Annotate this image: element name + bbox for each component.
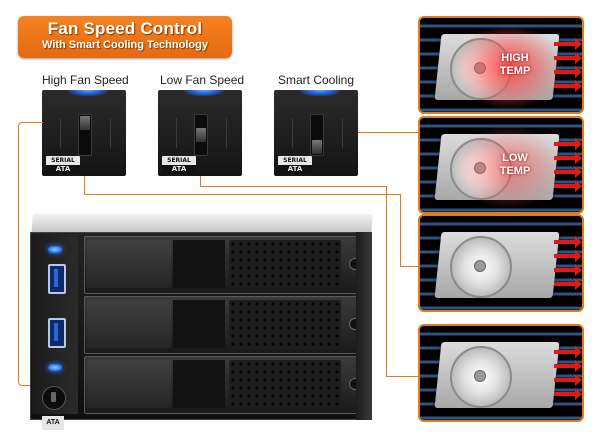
title-banner: Fan Speed Control With Smart Cooling Tec… [18,16,232,58]
banner-subtitle: With Smart Cooling Technology [42,39,208,51]
vent-grille [229,300,341,348]
heat-glow [454,24,564,110]
blue-led-glow [184,90,224,96]
hdd-panel-high-temp: HIGH TEMP [418,16,584,114]
drive-tray-3[interactable] [84,356,370,414]
enclosure-ata-badge: ATA [42,416,64,430]
drive-enclosure: ATA [26,214,374,430]
switch-panel-low: SERIAL ATA [158,90,242,176]
connector-line [386,186,419,377]
serial-ata-badge: SERIAL ATA [278,156,312,174]
temp-label-high: HIGH TEMP [499,52,531,77]
hdd-panel-low-temp: LOW TEMP [418,116,584,214]
mode-label-low: Low Fan Speed [160,73,245,87]
connector-line [358,132,418,133]
vent-grille [229,360,341,408]
banner-title: Fan Speed Control [47,19,203,38]
drive-tray-2[interactable] [84,296,370,354]
connector-line [84,176,401,195]
power-led [48,246,62,253]
connector-line [200,176,387,187]
serial-ata-badge: SERIAL ATA [46,156,80,174]
switch-panel-smart: SERIAL ATA [274,90,358,176]
exhaust-arrows-icon [550,138,582,198]
exhaust-arrows-icon [550,236,582,296]
hdd-panel-normal-1 [418,214,584,312]
mode-label-smart: Smart Cooling [278,73,355,87]
fan-switch-high[interactable] [80,116,90,130]
fan-switch-smart[interactable] [312,140,322,154]
heat-glow [454,124,564,210]
enclosure-fan-switch[interactable] [42,386,66,410]
mode-label-high: High Fan Speed [42,73,129,87]
usb-port-2[interactable] [48,318,66,348]
vent-grille [229,240,341,288]
hdd-panel-normal-2 [418,324,584,422]
exhaust-arrows-icon [550,346,582,406]
temp-label-low: LOW TEMP [499,152,531,177]
usb-port-1[interactable] [48,264,66,294]
blue-led-glow [300,90,340,96]
switch-panel-high: SERIAL ATA [42,90,126,176]
exhaust-arrows-icon [550,38,582,98]
fan-switch-low[interactable] [196,128,206,142]
blue-led-glow [68,90,108,96]
connector-line [400,194,419,267]
drive-tray-1[interactable] [84,236,370,294]
front-control-strip: ATA [32,234,78,430]
serial-ata-badge: SERIAL ATA [162,156,196,174]
activity-led [48,364,62,371]
